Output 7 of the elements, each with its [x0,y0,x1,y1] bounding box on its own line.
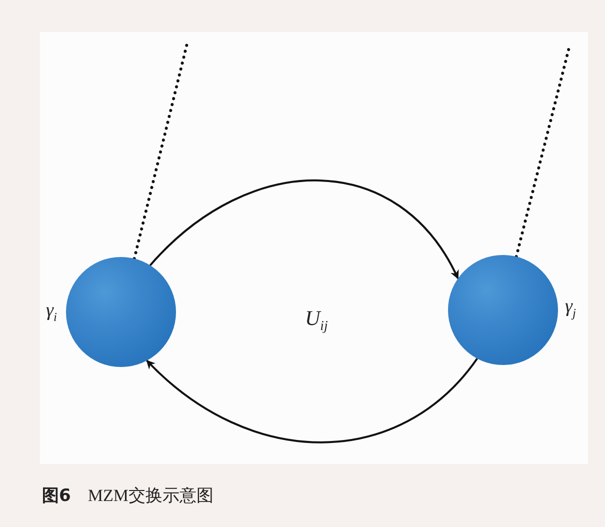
symbol-label: γ$_{i}$ [46,300,57,325]
curved-arrow [146,358,478,444]
figure-caption: 图6 MZM交换示意图 [42,485,214,507]
operator-label: U$_{ij}$ [305,306,328,334]
dotted-line [132,42,188,260]
curved-arrow [149,180,459,280]
symbol-label: γ$_{j}$ [565,296,576,321]
